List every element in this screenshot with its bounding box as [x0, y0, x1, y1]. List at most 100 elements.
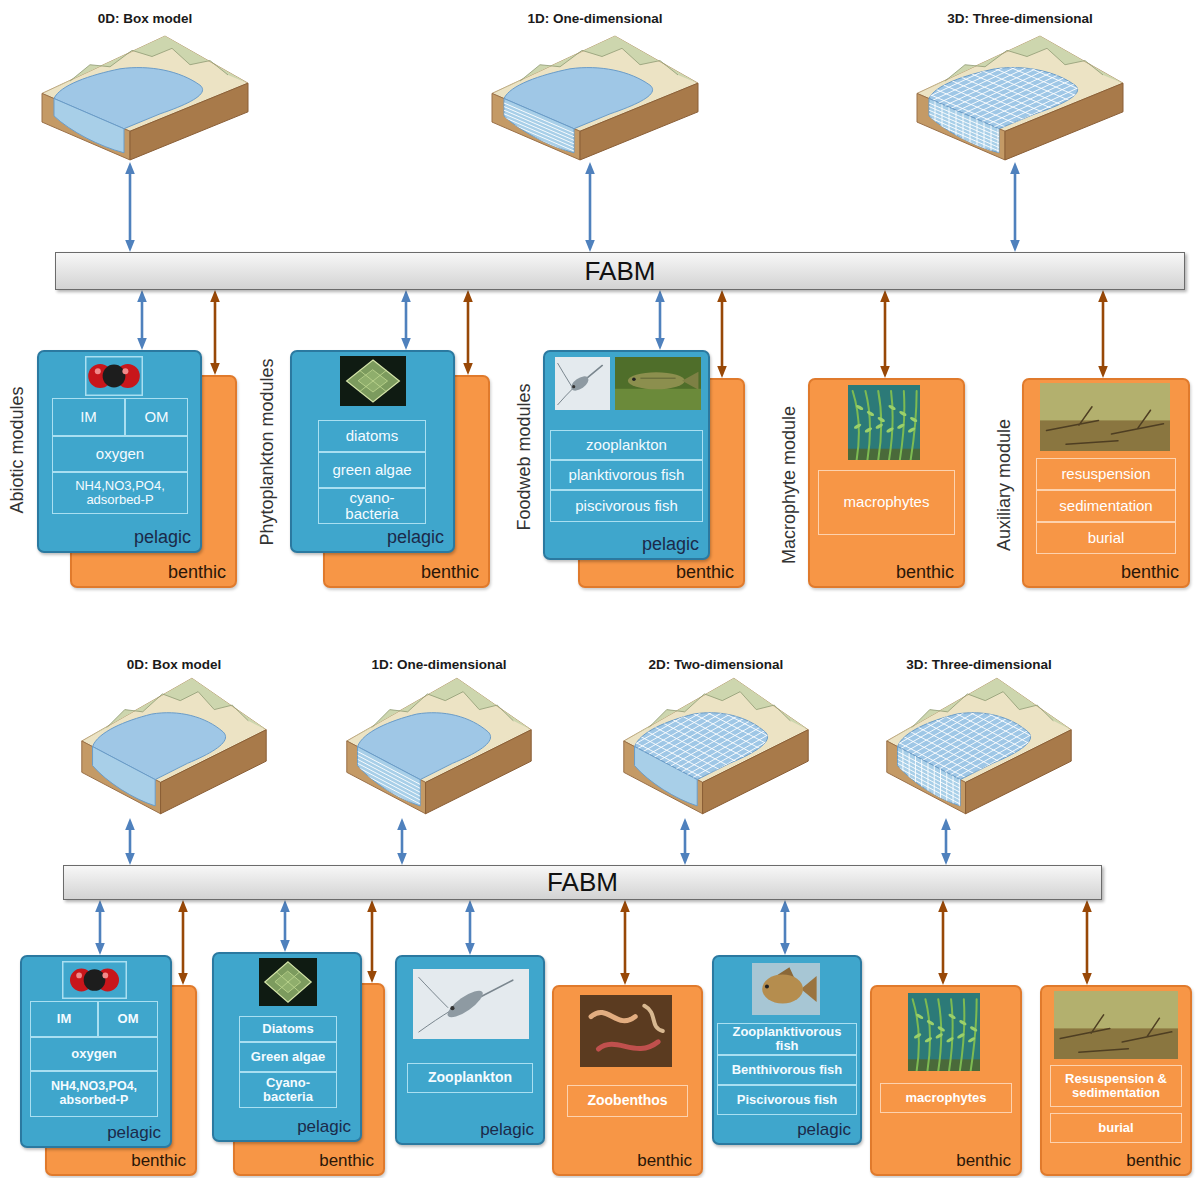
state-variable-cell: burial [1036, 522, 1176, 554]
coupling-arrow [659, 296, 662, 344]
state-variable-cell: zooplankton [550, 430, 703, 460]
illustration [80, 676, 268, 816]
benthic-module-box: benthicresuspensionsedimentationburial [1022, 378, 1190, 588]
illustration [1040, 383, 1170, 451]
pelagic-module-box: pelagicDiatomsGreen algaeCyano- bacteria [212, 952, 362, 1142]
node-text: pelagic [387, 528, 444, 548]
coupling-arrow [469, 906, 472, 949]
pelagic-module-box: pelagicZooplankton [395, 955, 545, 1145]
coupling-arrow [942, 906, 945, 979]
node-text: 1D: One-dimensional [527, 12, 662, 27]
state-variable-cell: burial [1050, 1113, 1182, 1143]
coupling-arrow [214, 296, 217, 369]
node-text: Green algae [251, 1050, 325, 1064]
state-variable-cell: sedimentation [1036, 490, 1176, 522]
state-variable-cell: oxygen [52, 436, 188, 472]
node-text: green algae [332, 462, 411, 479]
node-text: 3D: Three-dimensional [906, 658, 1052, 673]
node-text: OM [144, 409, 168, 426]
coupling-arrow [721, 296, 724, 372]
pelagic-module-box: pelagicIMOMoxygenNH4,NO3,PO4, absorbed-P [20, 955, 172, 1148]
node-text: macrophytes [906, 1091, 987, 1105]
illustration [848, 385, 920, 460]
coupling-arrow [99, 906, 102, 949]
pelagic-module-box: pelagiczooplanktonplanktivorous fishpisc… [543, 350, 710, 560]
state-variable-cell: diatoms [318, 420, 426, 452]
node-text: 0D: Box model [127, 658, 222, 673]
node-text: benthic [896, 563, 954, 583]
node-text: diatoms [346, 428, 399, 445]
coupling-arrow [129, 824, 132, 859]
node-text: Zoobenthos [587, 1093, 667, 1108]
module-group-label: Macrophyte module [780, 406, 800, 564]
node-text: Diatoms [262, 1022, 313, 1036]
illustration [345, 676, 533, 816]
node-text: NH4,NO3,PO4, absorbed-P [33, 1080, 155, 1108]
node-text: Resuspension & sedimentation [1053, 1072, 1179, 1101]
node-text: piscivorous fish [575, 498, 678, 515]
node-text: benthic [956, 1152, 1011, 1171]
module-group-label: Auxiliary module [995, 419, 1015, 551]
node-text: benthic [676, 563, 734, 583]
node-text: benthic [421, 563, 479, 583]
state-variable-cell: macrophytes [818, 470, 955, 535]
node-text: pelagic [107, 1124, 161, 1143]
state-variable-cell: OM [125, 398, 188, 436]
node-text: benthic [1126, 1152, 1181, 1171]
state-variable-cell: planktivorous fish [550, 460, 703, 490]
node-text: 2D: Two-dimensional [649, 658, 784, 673]
state-variable-cell: Zoobenthos [567, 1085, 688, 1117]
coupling-arrow [1102, 296, 1105, 372]
state-variable-cell: IM [52, 398, 125, 436]
state-variable-cell: Green algae [239, 1042, 337, 1072]
illustration [555, 357, 610, 410]
pelagic-module-box: pelagicZooplanktivorous fishBenthivorous… [712, 955, 862, 1145]
illustration [1054, 991, 1178, 1059]
coupling-arrow [405, 296, 408, 344]
illustration [85, 356, 143, 396]
model-dimension: 3D: Three-dimensional [885, 658, 1073, 818]
coupling-arrow [1014, 168, 1017, 246]
illustration [40, 34, 250, 162]
state-variable-cell: Benthivorous fish [717, 1055, 857, 1085]
model-dimension: 3D: Three-dimensional [915, 12, 1125, 162]
state-variable-cell: oxygen [30, 1037, 158, 1071]
model-dimension: 0D: Box model [40, 12, 250, 162]
illustration [908, 993, 980, 1071]
node-text: cyano- bacteria [321, 490, 423, 523]
module-group-label: Abiotic modules [8, 386, 28, 513]
node-text: Cyano- bacteria [242, 1076, 334, 1105]
illustration [885, 676, 1073, 816]
illustration [62, 961, 127, 999]
coupling-arrow [884, 296, 887, 372]
node-text: IM [57, 1012, 71, 1026]
state-variable-cell: NH4,NO3,PO4, adsorbed-P [52, 472, 188, 514]
coupling-arrow [467, 296, 470, 369]
module-group-label: Foodweb modules [515, 383, 535, 530]
node-text: Benthivorous fish [732, 1063, 843, 1077]
node-text: benthic [131, 1152, 186, 1171]
coupling-arrow [141, 296, 144, 344]
module-group-label: Phytoplankton modules [258, 358, 278, 545]
illustration [259, 958, 317, 1006]
coupling-arrow [784, 906, 787, 949]
state-variable-cell: Piscivorous fish [717, 1085, 857, 1115]
node-text: burial [1088, 530, 1125, 547]
pelagic-module-box: pelagicIMOMoxygenNH4,NO3,PO4, adsorbed-P [37, 350, 202, 553]
model-dimension: 2D: Two-dimensional [622, 658, 810, 818]
benthic-module-box: benthic Resuspension & sedimentation buria… [1040, 985, 1192, 1176]
node-text: benthic [168, 563, 226, 583]
coupling-arrow [624, 906, 627, 979]
model-dimension: 0D: Box model [80, 658, 268, 818]
illustration [615, 357, 701, 410]
node-text: FABM [585, 257, 656, 286]
node-text: 0D: Box model [98, 12, 193, 27]
state-variable-cell: piscivorous fish [550, 490, 703, 522]
state-variable-cell: Zooplankton [407, 1063, 533, 1093]
state-variable-cell: Cyano- bacteria [239, 1072, 337, 1108]
node-text: NH4,NO3,PO4, adsorbed-P [67, 479, 173, 508]
model-dimension: 1D: One-dimensional [490, 12, 700, 162]
state-variable-cell: IM [30, 1001, 98, 1037]
illustration [915, 34, 1125, 162]
node-text: 1D: One-dimensional [371, 658, 506, 673]
